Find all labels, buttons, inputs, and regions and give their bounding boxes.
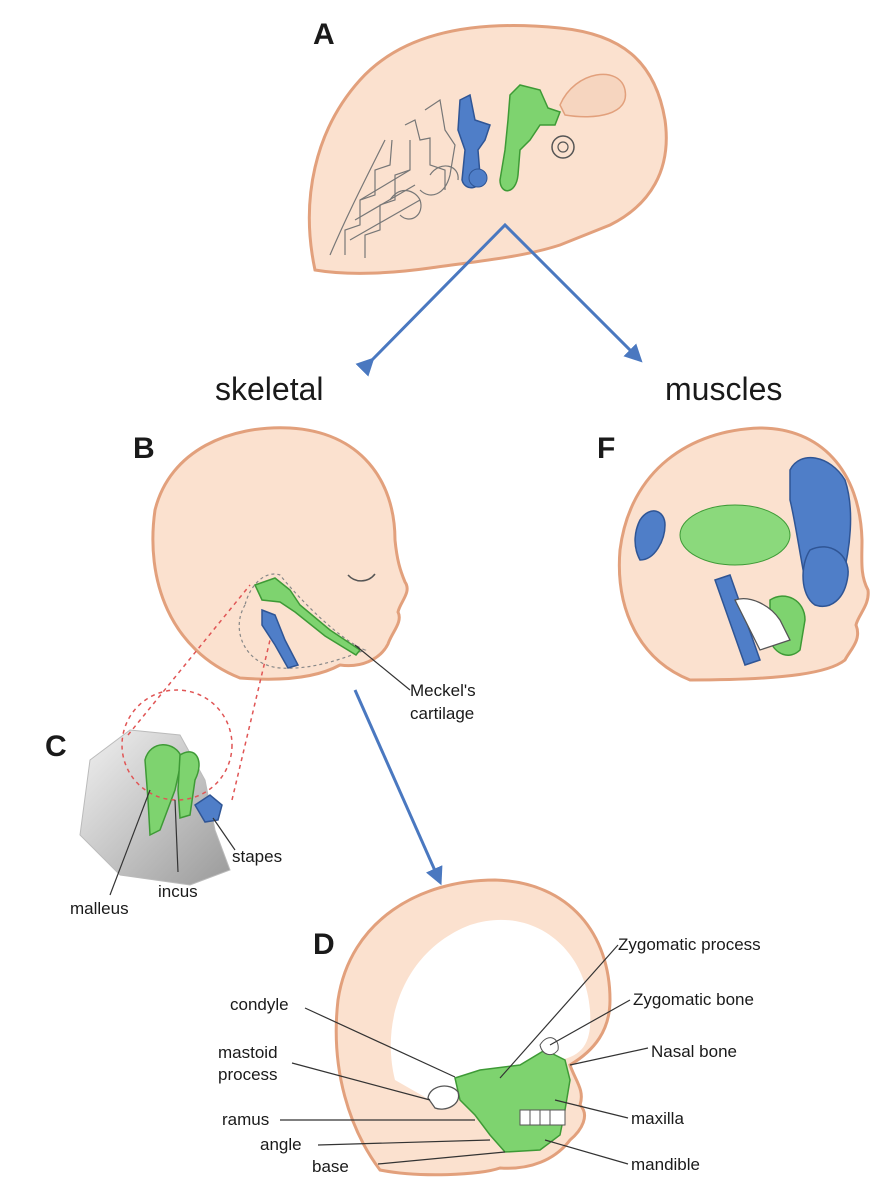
label-base: base [312,1157,349,1176]
section-title-skeletal: skeletal [215,371,324,407]
section-title-muscles: muscles [665,371,782,407]
panel-letter-d: D [313,928,335,961]
skull-teeth [520,1110,565,1125]
panel-a-embryo [309,26,666,274]
label-mastoid-process-1: mastoid [218,1043,278,1062]
panel-letter-f: F [597,432,615,465]
label-mandible: mandible [631,1155,700,1174]
masseter-green [680,505,790,565]
panel-letter-b: B [133,432,155,465]
skull-mastoid [428,1086,459,1109]
label-maxilla: maxilla [631,1109,684,1128]
label-incus: incus [158,882,198,901]
label-angle: angle [260,1135,302,1154]
panel-d-skull [336,880,610,1175]
label-stapes: stapes [232,847,282,866]
label-zygomatic-bone: Zygomatic bone [633,990,754,1009]
panel-b-fetal-head [153,428,407,679]
embryo-second-arch-pouch [469,169,487,187]
label-meckels-cartilage-2: cartilage [410,704,474,723]
label-meckels-cartilage-1: Meckel's [410,681,476,700]
label-zygomatic-process: Zygomatic process [618,935,761,954]
label-mastoid-process-2: process [218,1065,278,1084]
panel-letter-c: C [45,730,67,763]
label-ramus: ramus [222,1110,269,1129]
panel-letter-a: A [313,18,335,51]
label-malleus: malleus [70,899,129,918]
panel-f-muscles [619,428,868,680]
label-nasal-bone: Nasal bone [651,1042,737,1061]
panel-c-ossicles [80,690,232,885]
label-condyle: condyle [230,995,289,1014]
